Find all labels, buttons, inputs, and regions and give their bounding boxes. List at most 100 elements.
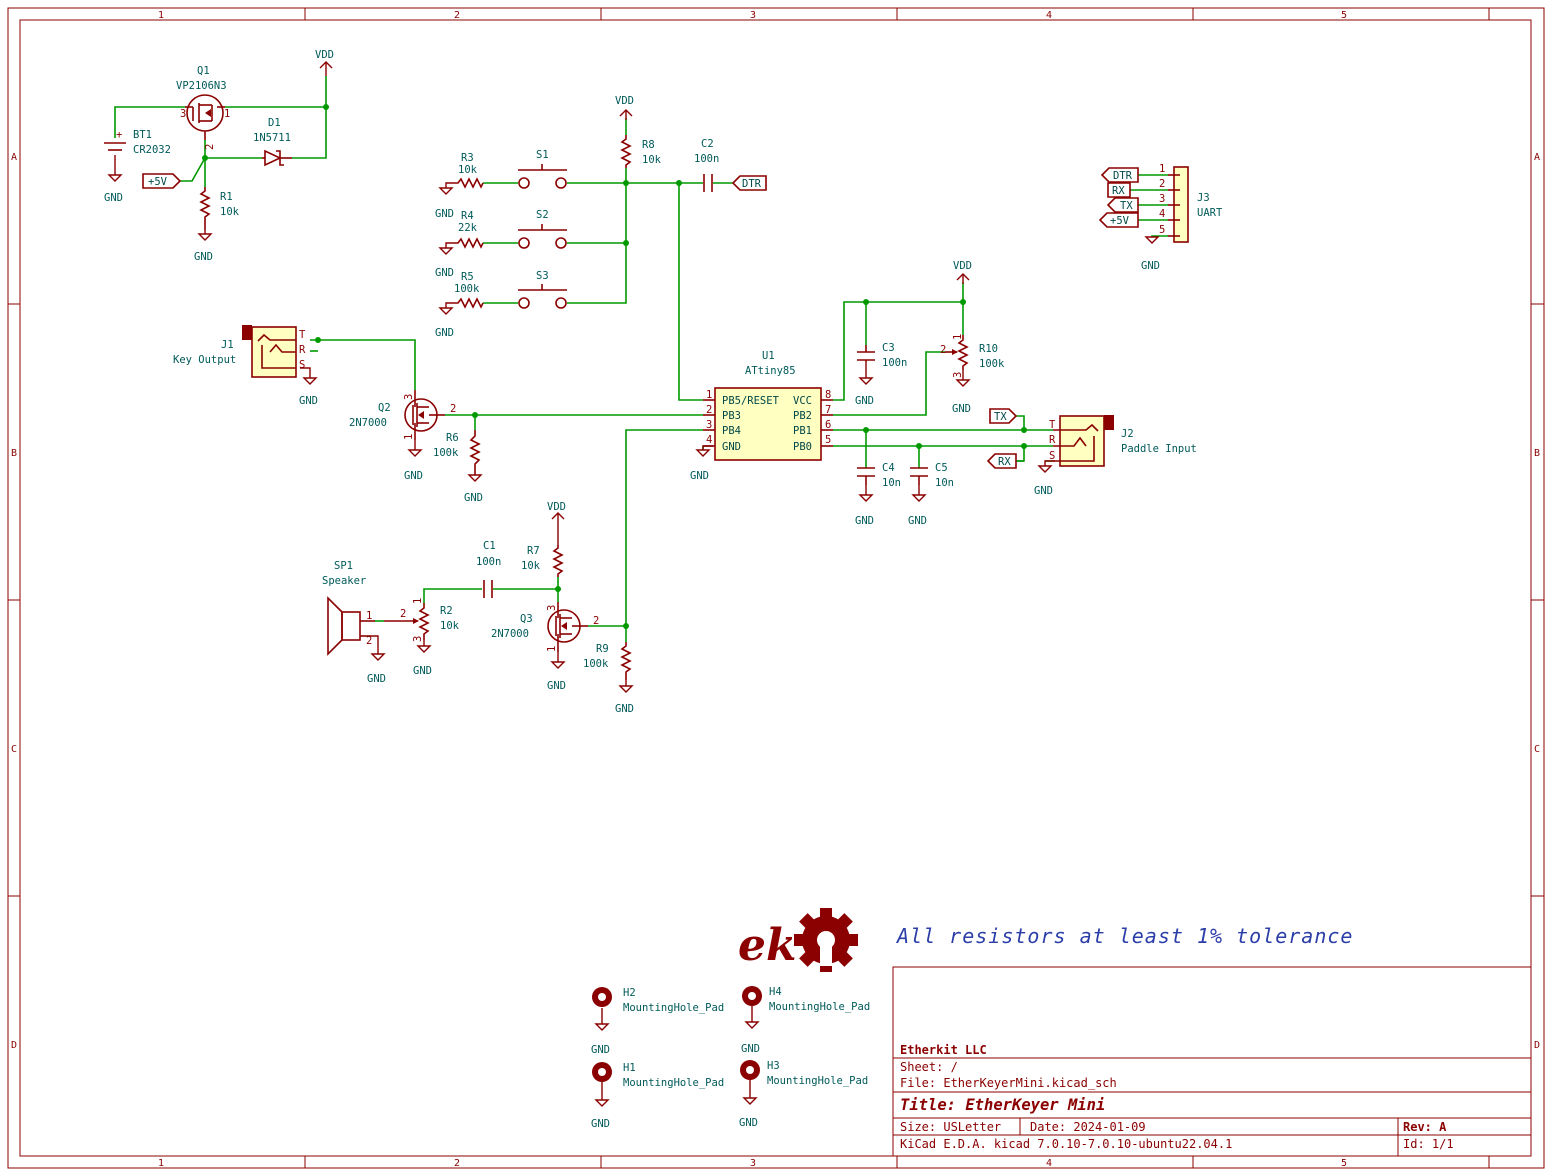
gnd-r9: GND xyxy=(615,680,634,715)
svg-text:GND: GND xyxy=(855,395,874,407)
j3-value: UART xyxy=(1197,207,1223,219)
r2-potentiometer: 1 3 2 R2 10k xyxy=(384,598,460,642)
file-name: File: EtherKeyerMini.kicad_sch xyxy=(900,1076,1117,1090)
c5-value: 10n xyxy=(935,477,954,489)
svg-text:2: 2 xyxy=(940,344,946,356)
s1-switch: S1 xyxy=(518,149,567,189)
r4-resistor: R4 22k xyxy=(455,210,484,249)
sp1-speaker: 1 VP2106N3 2 SP1 Speaker xyxy=(322,560,375,656)
s3-switch: S3 xyxy=(518,270,567,309)
svg-text:3: 3 xyxy=(706,419,712,431)
u1-pin-pb1: PB1 xyxy=(793,425,812,437)
gnd-r6: GND xyxy=(464,474,483,504)
r1-ref: R1 xyxy=(220,191,233,203)
company-name: Etherkit LLC xyxy=(900,1043,987,1057)
gnd-r2: GND xyxy=(413,640,432,677)
col-label-top-3: 3 xyxy=(750,10,756,21)
c3-capacitor: C3 100n xyxy=(857,342,907,369)
svg-text:R: R xyxy=(1049,434,1056,446)
svg-text:1: 1 xyxy=(403,434,415,440)
gnd-r5: GND xyxy=(435,302,455,339)
svg-text:2: 2 xyxy=(204,144,216,150)
c2-ref: C2 xyxy=(701,138,714,150)
svg-text:4: 4 xyxy=(1159,208,1165,220)
gnd-sp1: GND xyxy=(367,635,386,685)
gnd-c5: GND xyxy=(908,485,927,527)
r8-resistor: R8 10k xyxy=(620,135,662,168)
ek-logo-text: ek xyxy=(738,920,796,971)
gnd-symbols: GND GND GND GND GND GND GND GND GND GND … xyxy=(104,155,1160,1130)
svg-text:3: 3 xyxy=(952,372,964,378)
r5-ref: R5 xyxy=(461,271,474,283)
h3-ref: H3 xyxy=(767,1060,780,1072)
svg-text:1: 1 xyxy=(952,334,964,340)
u1-pin-pb3: PB3 xyxy=(722,410,741,422)
r3-value: 10k xyxy=(458,164,478,176)
r9-value: 100k xyxy=(583,658,609,670)
sp1-ref: SP1 xyxy=(334,560,353,572)
r2-value: 10k xyxy=(440,620,460,632)
svg-text:DTR: DTR xyxy=(742,178,762,190)
vdd-symbol-1: VDD xyxy=(315,49,334,76)
svg-text:2: 2 xyxy=(593,615,599,627)
label-tx-j2: TX xyxy=(989,408,1018,424)
svg-text:GND: GND xyxy=(741,1043,760,1055)
s2-ref: S2 xyxy=(536,209,549,221)
gnd-q2: GND xyxy=(404,440,423,482)
r7-value: 10k xyxy=(521,560,541,572)
col-label-top-2: 2 xyxy=(454,10,460,21)
svg-text:GND: GND xyxy=(299,395,318,407)
grid-labels: 1 2 3 4 5 1 2 3 4 5 A B C D A B C D xyxy=(11,10,1540,1169)
svg-text:GND: GND xyxy=(908,515,927,527)
h1-value: MountingHole_Pad xyxy=(623,1077,724,1089)
svg-text:1: 1 xyxy=(1159,163,1165,175)
j1-audio-jack: T R S J1 Key Output xyxy=(173,325,306,378)
u1-pin-pb2: PB2 xyxy=(793,410,812,422)
c3-ref: C3 xyxy=(882,342,895,354)
col-label-bottom-3: 3 xyxy=(750,1158,756,1169)
svg-text:VDD: VDD xyxy=(953,260,972,272)
r1-resistor: R1 10k xyxy=(199,187,240,230)
h4-value: MountingHole_Pad xyxy=(769,1001,870,1013)
c4-value: 10n xyxy=(882,477,901,489)
gnd-r4: GND xyxy=(435,242,455,279)
c4-ref: C4 xyxy=(882,462,895,474)
c5-capacitor: C5 10n xyxy=(910,462,954,489)
svg-text:3: 3 xyxy=(412,636,424,642)
q2-nmosfet: 3 1 2 Q2 2N7000 xyxy=(349,390,456,440)
r10-potentiometer: 1 3 2 R10 100k xyxy=(940,334,1005,378)
j2-ref: J2 xyxy=(1121,428,1134,440)
col-label-bottom-5: 5 xyxy=(1341,1158,1347,1169)
u1-pin-vcc: VCC xyxy=(793,395,812,407)
gnd-c3: GND xyxy=(855,362,874,407)
q1-pmosfet: 3 1 2 Q1 VP2106N3 xyxy=(176,65,230,150)
svg-text:1: 1 xyxy=(706,389,712,401)
r5-value: 100k xyxy=(454,283,480,295)
svg-text:2: 2 xyxy=(450,403,456,415)
svg-text:VDD: VDD xyxy=(547,501,566,513)
vdd-symbol-3: VDD xyxy=(953,260,972,284)
u1-attiny85: 1 2 3 4 PB5/RESET PB3 PB4 GND 8 7 6 5 VC… xyxy=(703,350,833,461)
q3-nmosfet: 3 1 2 Q3 2N7000 xyxy=(491,602,599,652)
svg-text:+5V: +5V xyxy=(148,176,168,188)
j1-ref: J1 xyxy=(221,339,234,351)
label-rx-j3: RX xyxy=(1107,182,1131,198)
svg-text:DTR: DTR xyxy=(1113,170,1133,182)
vdd-symbol-2: VDD xyxy=(615,95,634,120)
gnd-u1: GND xyxy=(690,445,713,482)
svg-text:GND: GND xyxy=(690,470,709,482)
svg-text:RX: RX xyxy=(1112,185,1125,197)
r10-ref: R10 xyxy=(979,343,998,355)
svg-text:2: 2 xyxy=(1159,178,1165,190)
svg-text:GND: GND xyxy=(739,1117,758,1129)
h1-mounting-hole: H1 MountingHole_Pad xyxy=(592,1062,724,1089)
tool-version: KiCad E.D.A. kicad 7.0.10-7.0.10-ubuntu2… xyxy=(900,1137,1232,1151)
r6-ref: R6 xyxy=(446,432,459,444)
label-plus5v-left: +5V xyxy=(142,173,182,189)
q3-value: 2N7000 xyxy=(491,628,529,640)
svg-text:+5V: +5V xyxy=(1110,215,1130,227)
col-label-bottom-2: 2 xyxy=(454,1158,460,1169)
svg-text:6: 6 xyxy=(825,419,831,431)
r6-resistor: R6 100k xyxy=(433,430,481,475)
svg-text:GND: GND xyxy=(615,703,634,715)
